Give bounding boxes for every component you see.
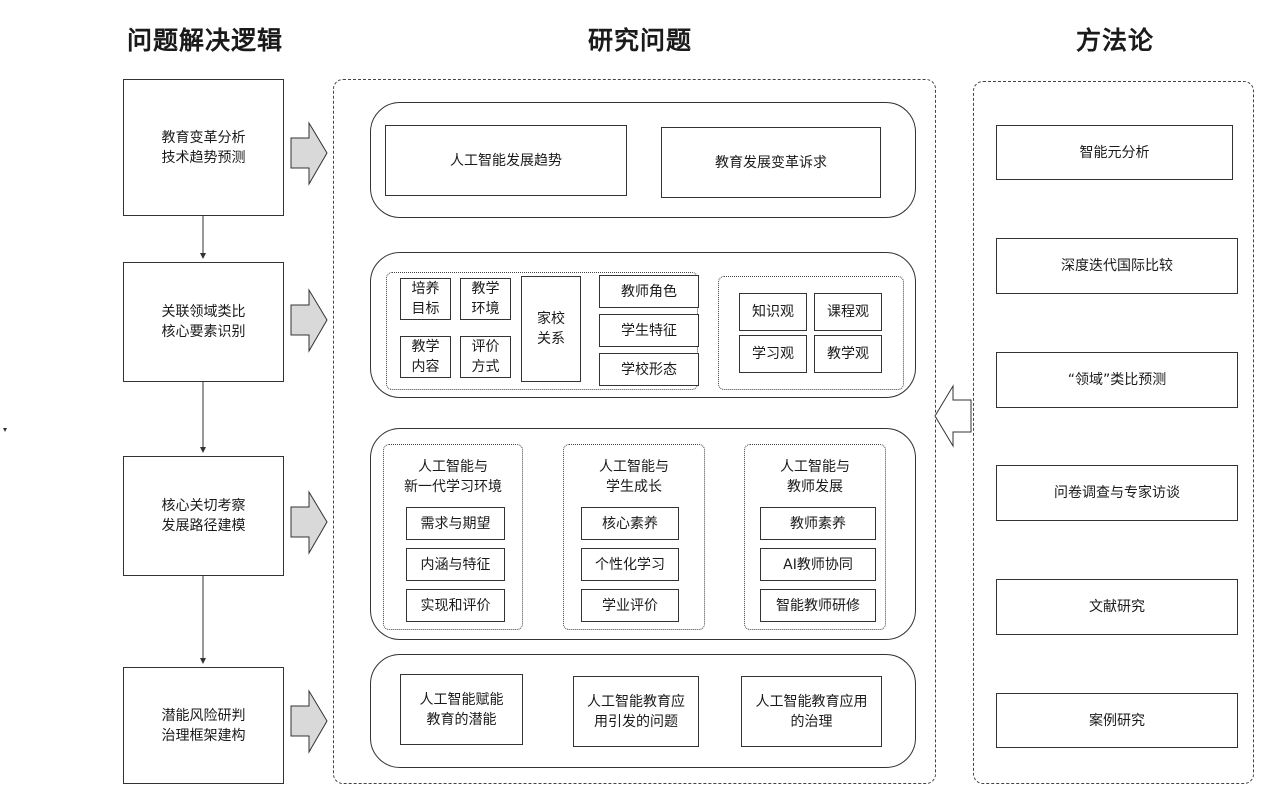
row2-view-knowledge: 知识观: [739, 293, 807, 331]
row2-cell-home-school: 家校 关系: [521, 276, 581, 382]
method-iterative-international-comparison: 深度迭代国际比较: [996, 238, 1238, 294]
block-arrow-methodology: [934, 384, 972, 448]
row2-view-learning: 学习观: [739, 335, 807, 373]
row3-learning-env-item-1: 需求与期望: [406, 507, 505, 540]
header-right: 方法论: [1075, 26, 1154, 55]
row3-learning-env-item-3: 实现和评价: [406, 589, 505, 622]
row2-cell-teaching-env: 教学 环境: [460, 278, 511, 320]
row3-group-student-growth-title: 人工智能与 学生成长: [599, 459, 669, 495]
row3-group-teacher-dev: [744, 444, 886, 630]
method-case-study: 案例研究: [996, 693, 1238, 748]
row4-panel: [370, 654, 916, 768]
row2-school-form: 学校形态: [599, 353, 699, 386]
logic-step-3: 核心关切考察 发展路径建模: [123, 456, 284, 576]
method-intelligent-meta-analysis: 智能元分析: [996, 125, 1233, 180]
block-arrow-row2: [290, 288, 328, 353]
row2-panel: [370, 252, 916, 398]
logic-step-4: 潜能风险研判 治理框架建构: [123, 667, 284, 784]
row2-cell-evaluation: 评价 方式: [460, 336, 511, 378]
method-survey-expert-interview: 问卷调查与专家访谈: [996, 465, 1238, 521]
research-questions-container: [333, 79, 936, 784]
methodology-container: [973, 81, 1254, 784]
row2-views-group: [718, 276, 904, 390]
row2-cell-teaching-content: 教学 内容: [400, 336, 451, 378]
block-arrow-row3: [290, 490, 328, 555]
method-literature-research: 文献研究: [996, 579, 1238, 635]
row2-student-feature: 学生特征: [599, 314, 699, 347]
row3-teacher-dev-item-1: 教师素养: [760, 507, 876, 540]
row3-learning-env-item-2: 内涵与特征: [406, 548, 505, 581]
row2-view-teaching: 教学观: [814, 335, 882, 373]
row2-view-curriculum: 课程观: [814, 293, 882, 331]
logic-step-2: 关联领域类比 核心要素识别: [123, 262, 284, 382]
row3-teacher-dev-item-2: AI教师协同: [760, 548, 876, 581]
row4-item-governance: 人工智能教育应用 的治理: [741, 676, 882, 747]
row1-item-edu-demand: 教育发展变革诉求: [661, 127, 881, 198]
row3-panel: [370, 428, 916, 640]
header-left: 问题解决逻辑: [126, 26, 283, 55]
method-domain-analogy-prediction: “领域”类比预测: [996, 352, 1238, 408]
block-arrow-row1: [290, 121, 328, 186]
row4-item-problems: 人工智能教育应 用引发的问题: [573, 676, 699, 747]
row3-group-student-growth: [563, 444, 705, 630]
row3-student-growth-item-3: 学业评价: [581, 589, 679, 622]
row1-item-ai-trend: 人工智能发展趋势: [385, 125, 627, 196]
stray-mark: [3, 428, 7, 432]
row3-group-teacher-dev-title: 人工智能与 教师发展: [780, 459, 850, 495]
row2-cell-cultivation-goal: 培养 目标: [400, 278, 451, 320]
row3-group-learning-env-title: 人工智能与 新一代学习环境: [404, 459, 502, 495]
row3-student-growth-item-2: 个性化学习: [581, 548, 679, 581]
row1-panel: [370, 102, 916, 218]
header-center: 研究问题: [587, 26, 692, 55]
block-arrow-row4: [290, 689, 328, 754]
logic-step-1: 教育变革分析 技术趋势预测: [123, 79, 284, 216]
row2-teacher-role: 教师角色: [599, 275, 699, 308]
row3-teacher-dev-item-3: 智能教师研修: [760, 589, 876, 622]
row3-group-learning-env: [383, 444, 523, 630]
row3-student-growth-item-1: 核心素养: [581, 507, 679, 540]
row4-item-potential: 人工智能赋能 教育的潜能: [400, 674, 523, 745]
